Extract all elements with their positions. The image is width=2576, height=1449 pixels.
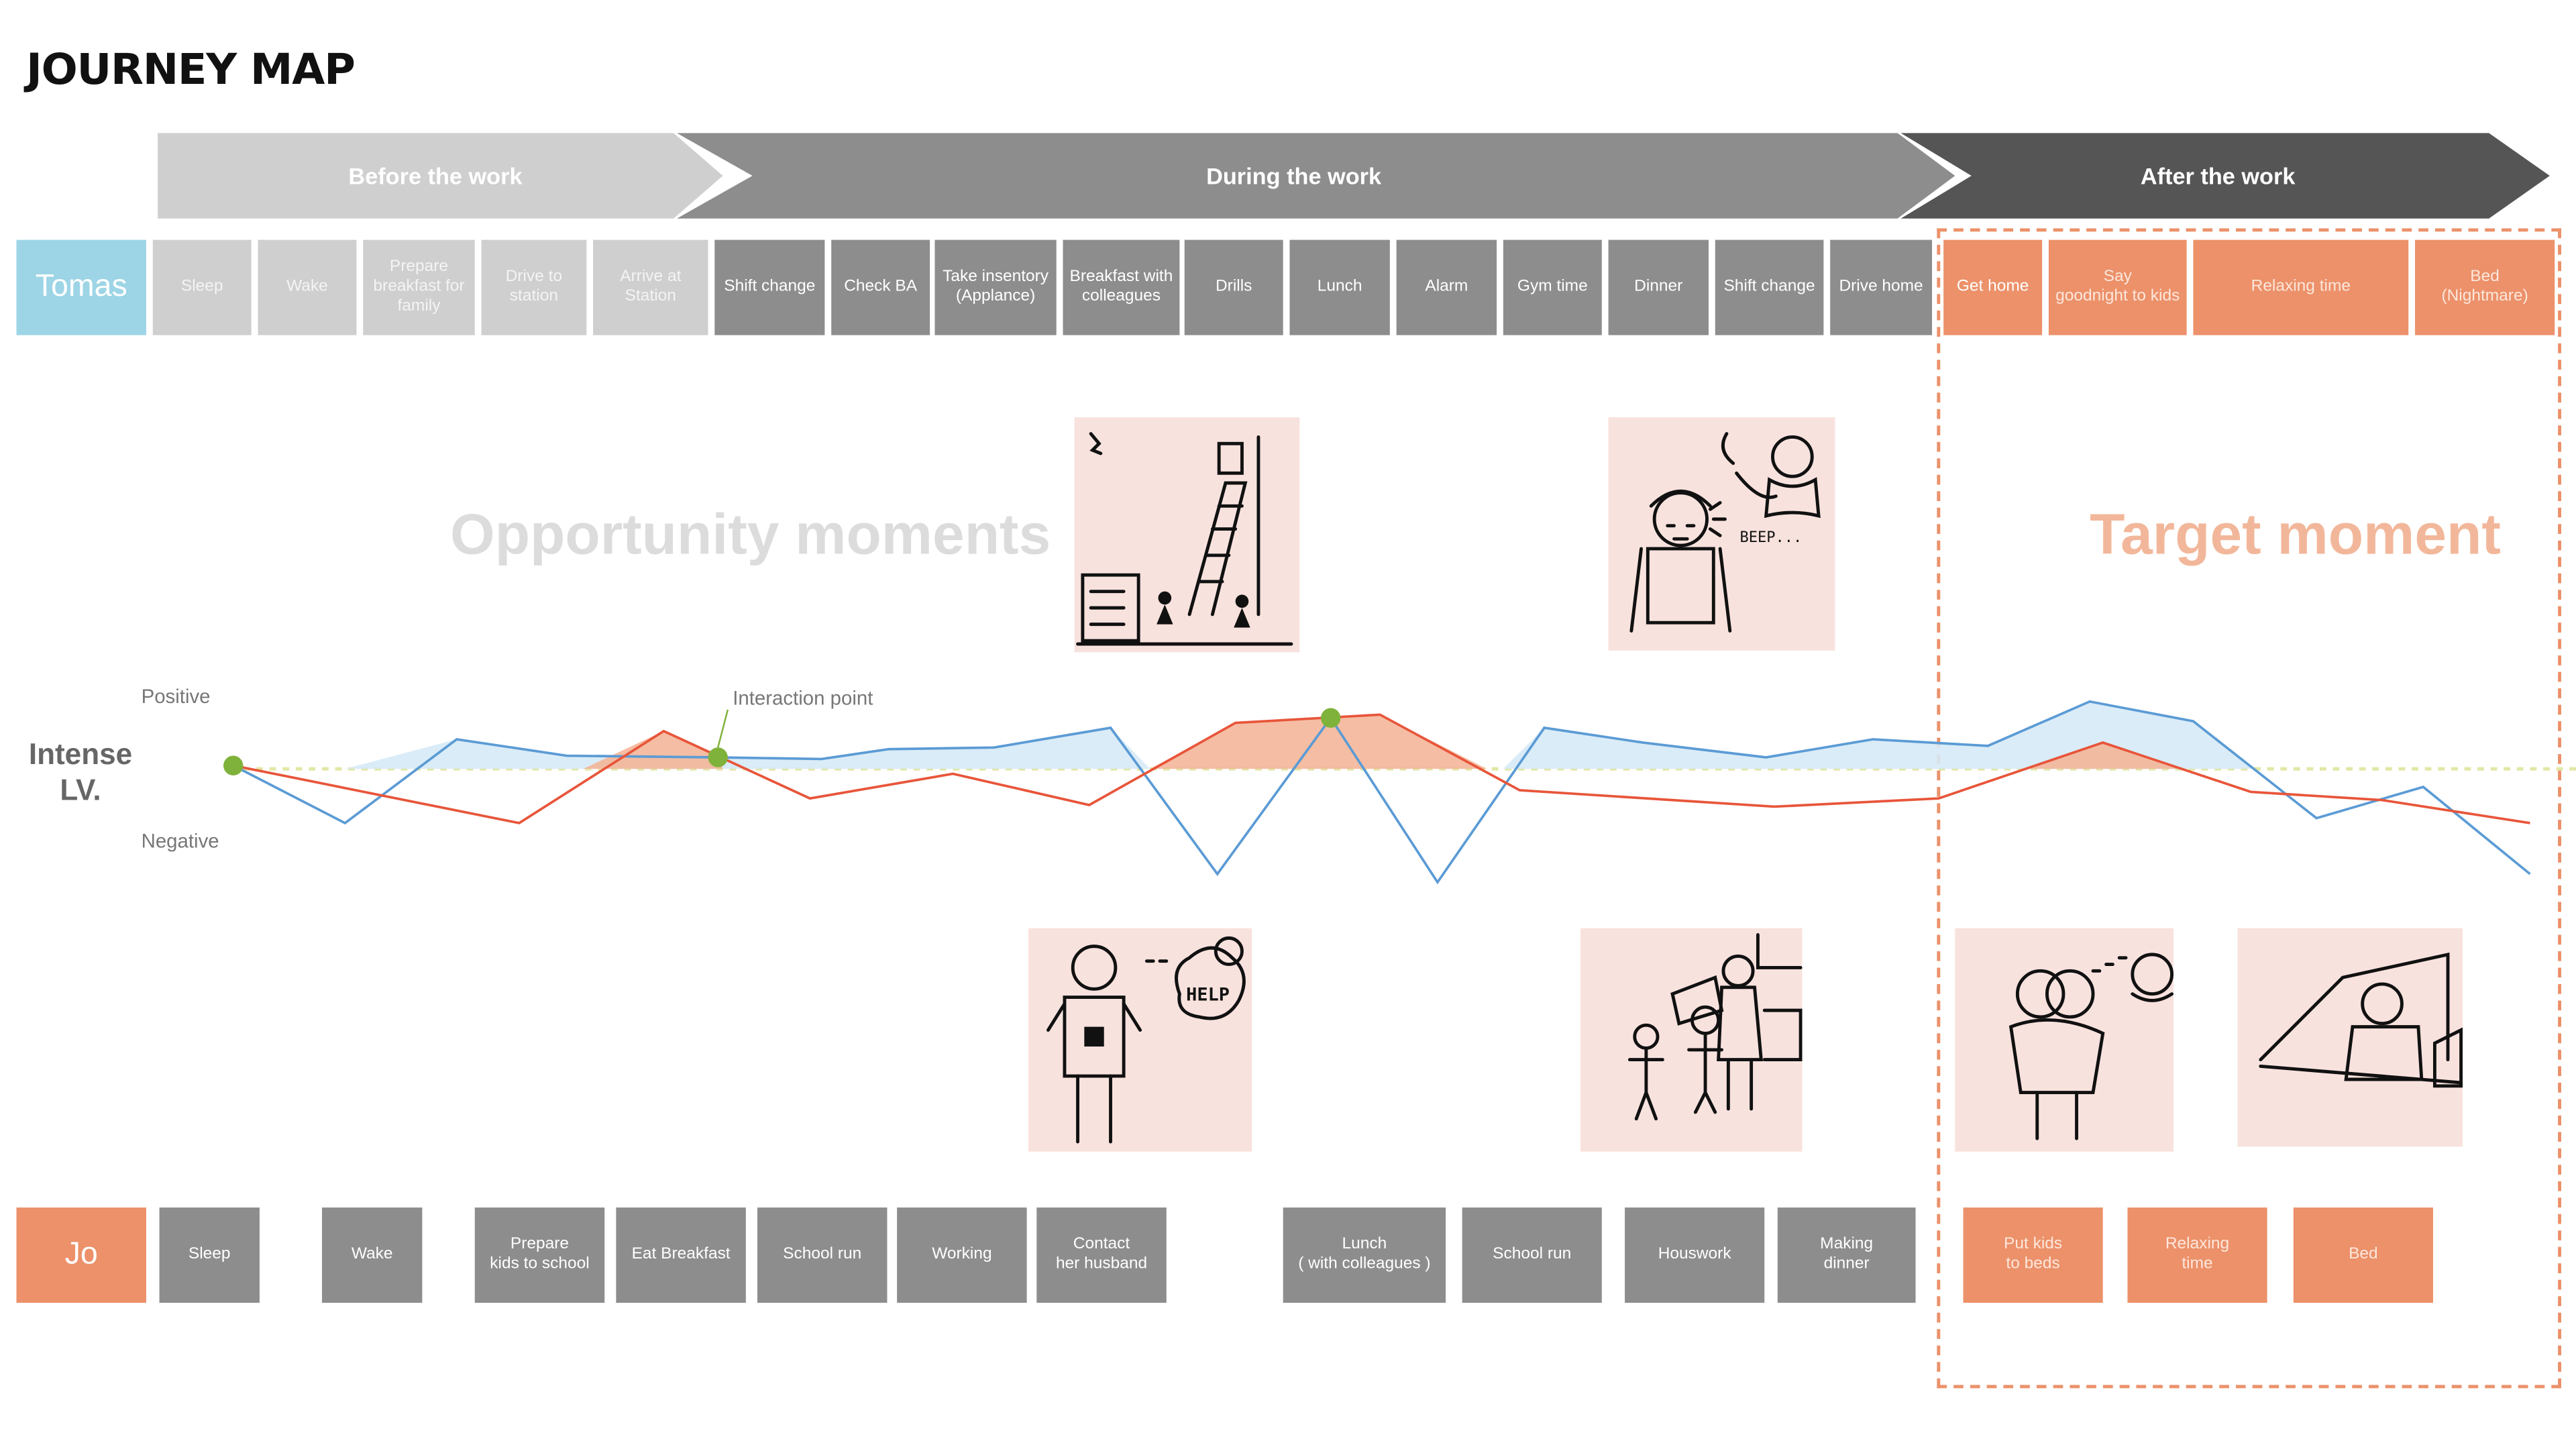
- positive-area-orange: [583, 714, 2186, 769]
- hug-sketch-icon: [2008, 953, 2174, 1140]
- phase-label-during: During the work: [1206, 162, 1382, 189]
- sketch-alarm: BEEP...: [1608, 417, 1835, 651]
- tomas-step[interactable]: Alarm: [1396, 239, 1497, 335]
- tomas-step[interactable]: Get home: [1943, 239, 2043, 335]
- jo-step[interactable]: Houswork: [1625, 1208, 1765, 1303]
- persona-jo[interactable]: Jo: [16, 1208, 146, 1303]
- tomas-step[interactable]: Drive to station: [481, 239, 587, 335]
- tomas-step[interactable]: Relaxing time: [2193, 239, 2409, 335]
- target-moment-frame: [1937, 228, 2561, 1389]
- jo-step[interactable]: Making dinner: [1777, 1208, 1916, 1303]
- tomas-step[interactable]: Shift change: [1715, 239, 1824, 335]
- jo-step[interactable]: Eat Breakfast: [616, 1208, 746, 1303]
- positive-label: Positive: [141, 685, 211, 708]
- help-text: HELP: [1186, 984, 1230, 1005]
- jo-step[interactable]: School run: [757, 1208, 888, 1303]
- tomas-step[interactable]: Drive home: [1830, 239, 1933, 335]
- tomas-step[interactable]: Sleep: [152, 239, 252, 335]
- tomas-step[interactable]: Shift change: [714, 239, 825, 335]
- alarm-sketch-icon: BEEP...: [1629, 432, 1821, 633]
- tomas-step[interactable]: Arrive at Station: [593, 239, 708, 335]
- sketch-drills: [1074, 417, 1300, 653]
- sketch-goodnight: [1955, 928, 2174, 1152]
- phone-help-sketch-icon: HELP: [1046, 936, 1246, 1144]
- tomas-step[interactable]: Dinner: [1608, 239, 1709, 335]
- interaction-point-dot[interactable]: [708, 747, 728, 767]
- tomas-step[interactable]: Breakfast with colleagues: [1063, 239, 1180, 335]
- sketch-contact-husband: HELP: [1028, 928, 1252, 1152]
- interaction-point-label: Interaction point: [733, 686, 873, 710]
- page-title: JOURNEY MAP: [26, 46, 356, 96]
- beep-text: BEEP...: [1739, 529, 1802, 546]
- tomas-step[interactable]: Lunch: [1289, 239, 1390, 335]
- phase-arrow-after: [1900, 133, 2550, 219]
- jo-step[interactable]: Relaxing time: [2127, 1208, 2267, 1303]
- phase-label-after: After the work: [2140, 162, 2296, 189]
- tomas-step[interactable]: Take insentory (Applance): [934, 239, 1057, 335]
- jo-step[interactable]: Prepare kids to school: [474, 1208, 605, 1303]
- jo-step[interactable]: School run: [1462, 1208, 1602, 1303]
- tomas-step[interactable]: Prepare breakfast for family: [363, 239, 475, 335]
- tomas-step[interactable]: Check BA: [831, 239, 930, 335]
- tomas-step[interactable]: Wake: [258, 239, 357, 335]
- tomas-step[interactable]: Drills: [1184, 239, 1283, 335]
- sketch-houswork: [1580, 928, 1803, 1152]
- target-moment-label: Target moment: [2090, 502, 2501, 567]
- tomas-step[interactable]: Say goodnight to kids: [2048, 239, 2187, 335]
- tomas-emotion-line: [232, 700, 2531, 885]
- phase-arrow-before: [158, 133, 723, 219]
- jo-step[interactable]: Put kids to beds: [1963, 1208, 2103, 1303]
- intensity-level-label: Intense LV.: [28, 737, 133, 807]
- jo-step[interactable]: Contact her husband: [1036, 1208, 1167, 1303]
- drill-ladder-sketch-icon: [1076, 432, 1293, 646]
- jo-step[interactable]: Lunch ( with colleagues ): [1283, 1208, 1446, 1303]
- bed-sketch-icon: [2259, 952, 2463, 1088]
- opportunity-moments-label: Opportunity moments: [450, 502, 1051, 567]
- jo-step[interactable]: Wake: [322, 1208, 423, 1303]
- family-kitchen-sketch-icon: [1627, 933, 1803, 1121]
- persona-tomas[interactable]: Tomas: [16, 239, 146, 335]
- interaction-point-leader: [717, 709, 729, 748]
- jo-step[interactable]: Working: [897, 1208, 1027, 1303]
- phase-arrow-during: [676, 133, 1955, 219]
- interaction-point-dot[interactable]: [1320, 708, 1341, 728]
- phase-label-before: Before the work: [348, 162, 523, 189]
- jo-step[interactable]: Bed: [2293, 1208, 2433, 1303]
- tomas-step[interactable]: Bed (Nightmare): [2415, 239, 2555, 335]
- jo-step[interactable]: Sleep: [159, 1208, 260, 1303]
- negative-label: Negative: [141, 829, 219, 853]
- sketch-relaxing: [2237, 928, 2463, 1147]
- tomas-step[interactable]: Gym time: [1503, 239, 1602, 335]
- interaction-point-dot[interactable]: [223, 755, 244, 775]
